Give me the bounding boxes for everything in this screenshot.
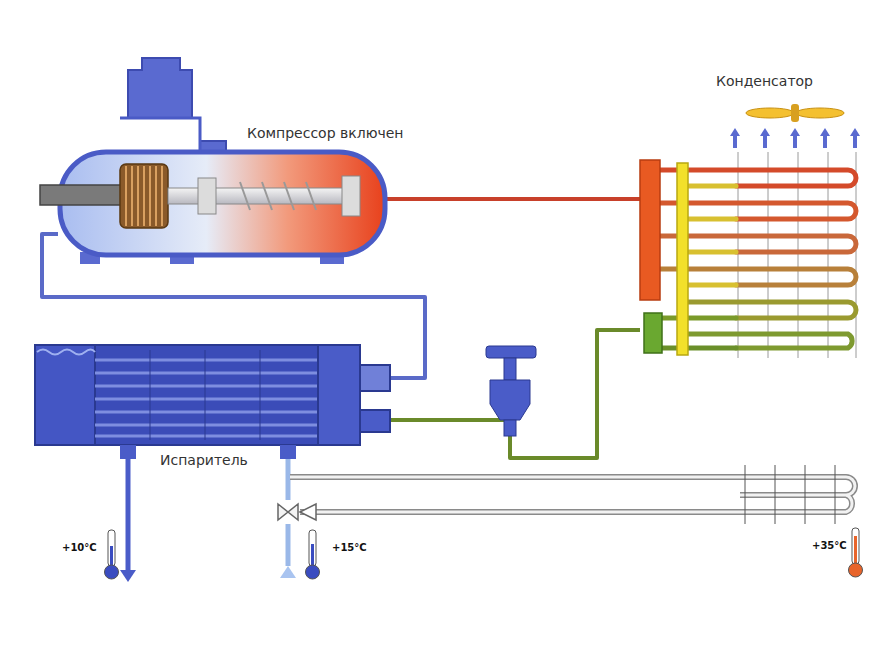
unit-label: Конденсатор [716, 72, 813, 90]
refrigerant-pipe [385, 197, 640, 201]
expansion-valve [486, 346, 536, 436]
temperature-label: +10°C [62, 542, 97, 554]
unit-label: Компрессор включен [247, 124, 404, 142]
compressor-drawing [40, 58, 385, 264]
condenser-unit: Конденсатор [640, 158, 865, 358]
temperature-label: +35°C [812, 540, 847, 552]
refrigerant-pipe [390, 330, 640, 458]
unit-label: Испаритель [160, 451, 248, 469]
water-coil-drawing [278, 465, 855, 524]
temperature-label: +15°C [332, 542, 367, 554]
condenser-drawing [640, 104, 860, 358]
evaporator-drawing [35, 345, 390, 582]
compressor-unit: Компрессор включен [58, 152, 385, 255]
thermometers [105, 528, 863, 579]
evaporator-unit: Испаритель [35, 345, 390, 445]
